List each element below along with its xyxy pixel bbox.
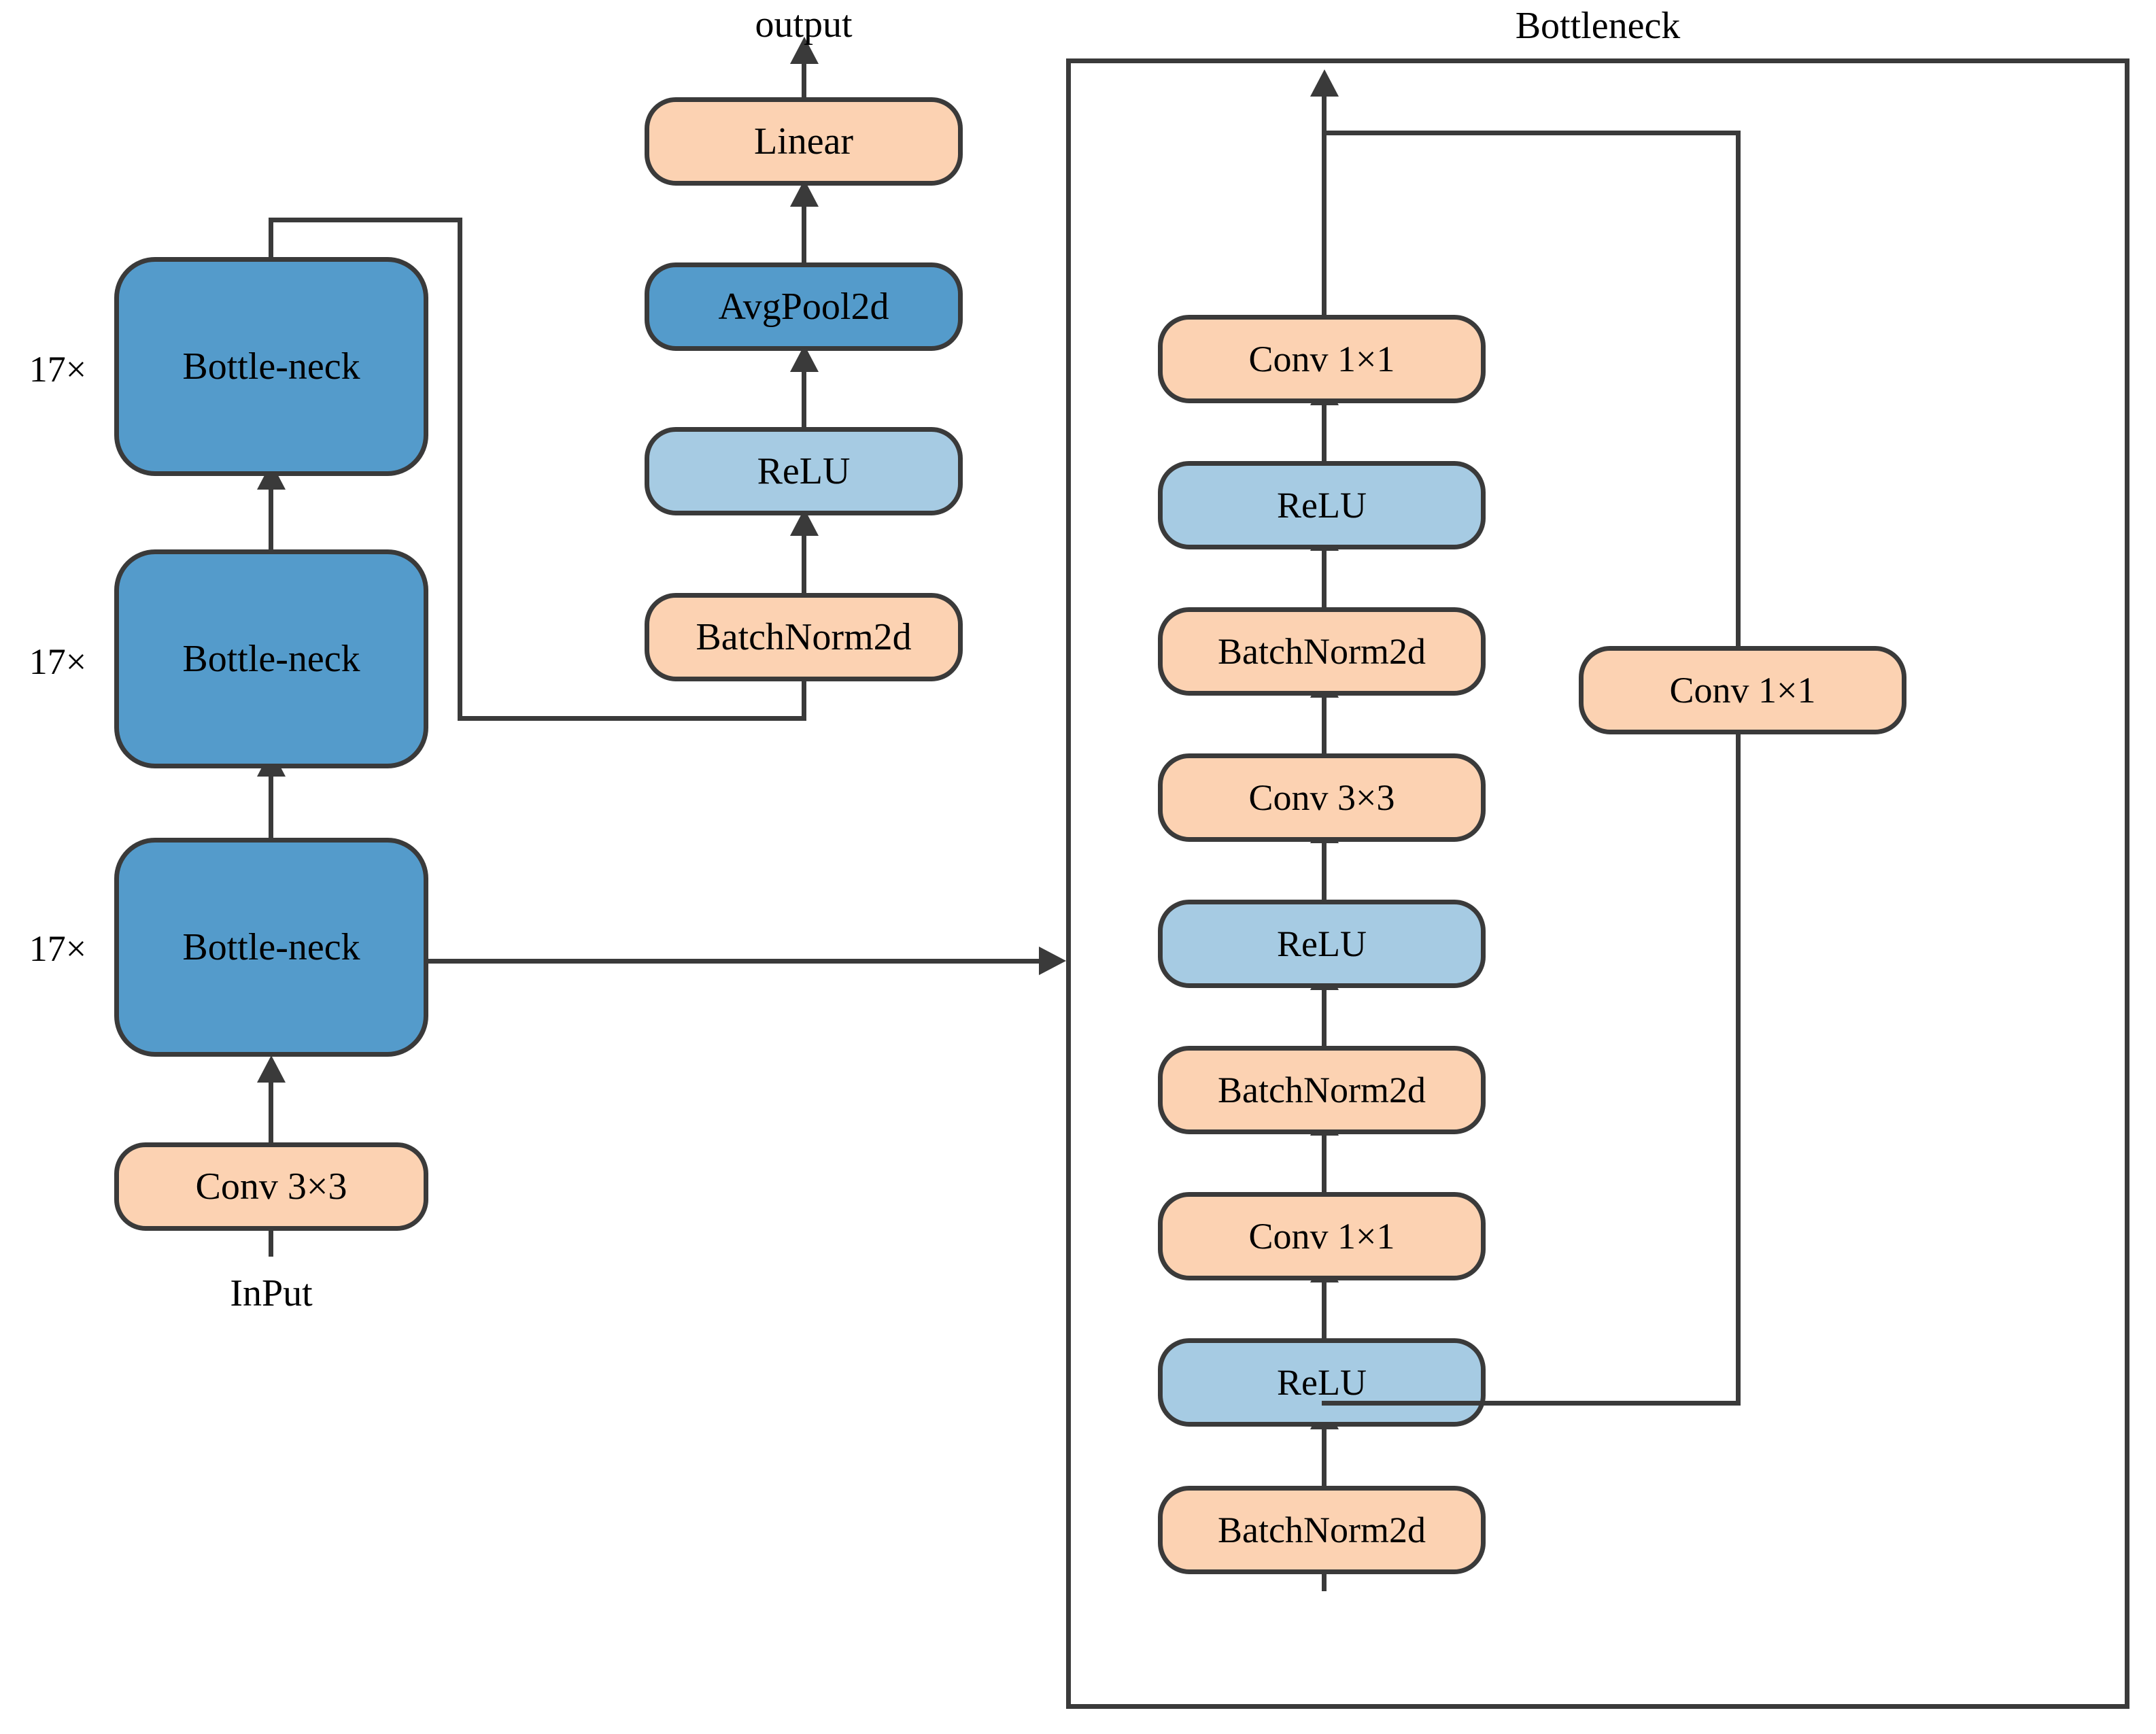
bottleneck-panel-frame: [1066, 58, 2129, 1709]
stage-bottleneck-2-label: Bottle-neck: [182, 638, 360, 680]
backbone-to-head-seg-bottom: [458, 716, 806, 721]
repeat-label-middle: 17×: [29, 641, 87, 682]
stage-bottleneck-1-box[interactable]: Bottle-neck: [114, 257, 428, 476]
stage-conv3x3-box[interactable]: Conv 3×3: [114, 1142, 428, 1231]
conv-to-bn1-arrowhead: [257, 1055, 286, 1083]
backbone-to-head-seg-down: [458, 218, 462, 721]
shortcut-conv1x1-box[interactable]: Conv 1×1: [1579, 646, 1906, 734]
bn2-to-bn1-line: [269, 488, 273, 552]
head-linear-label: Linear: [753, 120, 854, 163]
bn3-to-bn2-line: [269, 775, 273, 840]
bottleneck-step-7-label: BatchNorm2d: [1218, 631, 1426, 672]
backbone-to-head-seg-riser: [802, 680, 806, 721]
head-avgpool-box[interactable]: AvgPool2d: [645, 262, 963, 351]
shortcut-top-line: [1322, 131, 1741, 135]
bottleneck-line-6-7: [1322, 696, 1327, 755]
bottleneck-step-5-box[interactable]: ReLU: [1158, 900, 1486, 988]
bottleneck-line-7-8: [1322, 549, 1327, 609]
backbone-to-head-seg-up: [269, 218, 273, 260]
expand-arrow-line: [428, 959, 1039, 964]
shortcut-riser-upper: [1736, 131, 1741, 651]
bottleneck-line-1-2: [1322, 1428, 1327, 1488]
bottleneck-step-8-box[interactable]: ReLU: [1158, 461, 1486, 549]
head-linear-box[interactable]: Linear: [645, 97, 963, 186]
bottleneck-step-2-box[interactable]: ReLU: [1158, 1338, 1486, 1427]
head-relu-to-avgpool-line: [802, 371, 806, 429]
shortcut-riser-lower: [1736, 734, 1741, 1406]
bottleneck-step-9-box[interactable]: Conv 1×1: [1158, 315, 1486, 403]
head-avgpool-label: AvgPool2d: [718, 286, 889, 328]
bottleneck-step-5-label: ReLU: [1277, 923, 1367, 964]
linear-to-output-line: [802, 63, 806, 100]
bottleneck-line-4-5: [1322, 989, 1327, 1048]
bottleneck-step-6-box[interactable]: Conv 3×3: [1158, 753, 1486, 842]
bottleneck-step-3-box[interactable]: Conv 1×1: [1158, 1192, 1486, 1280]
repeat-label-top: 17×: [29, 349, 87, 390]
expand-arrow-head: [1039, 947, 1066, 975]
bottleneck-line-5-6: [1322, 842, 1327, 902]
bottleneck-step-3-label: Conv 1×1: [1248, 1216, 1395, 1257]
bottleneck-line-2-3: [1322, 1281, 1327, 1340]
conv-to-bn1-line: [269, 1081, 273, 1144]
shortcut-conv1x1-label: Conv 1×1: [1669, 670, 1816, 711]
output-label: output: [755, 3, 853, 46]
input-label: InPut: [230, 1272, 313, 1314]
stage-bottleneck-3-label: Bottle-neck: [182, 926, 360, 968]
stage-bottleneck-1-label: Bottle-neck: [182, 345, 360, 388]
head-batchnorm-box[interactable]: BatchNorm2d: [645, 593, 963, 681]
bottleneck-step-2-label: ReLU: [1277, 1362, 1367, 1403]
head-relu-label: ReLU: [757, 450, 851, 492]
bottleneck-panel-title: Bottleneck: [1515, 5, 1681, 47]
bottleneck-step-4-label: BatchNorm2d: [1218, 1070, 1426, 1110]
linear-to-output-arrowhead: [790, 37, 819, 64]
bottleneck-line-8-9: [1322, 404, 1327, 463]
bottleneck-line-3-4: [1322, 1134, 1327, 1194]
stage-conv3x3-label: Conv 3×3: [195, 1166, 347, 1208]
bottleneck-step-9-label: Conv 1×1: [1248, 339, 1395, 379]
bottleneck-step-6-label: Conv 3×3: [1248, 777, 1395, 818]
bottleneck-step-8-label: ReLU: [1277, 485, 1367, 526]
bottleneck-step-1-label: BatchNorm2d: [1218, 1510, 1426, 1550]
bottleneck-exit-arrowhead: [1310, 69, 1339, 97]
bottleneck-step-1-box[interactable]: BatchNorm2d: [1158, 1486, 1486, 1574]
shortcut-bottom-line: [1322, 1401, 1741, 1406]
bottleneck-exit-line: [1322, 95, 1327, 318]
stage-bottleneck-3-box[interactable]: Bottle-neck: [114, 838, 428, 1057]
bottleneck-step-7-box[interactable]: BatchNorm2d: [1158, 607, 1486, 696]
bottleneck-step-4-box[interactable]: BatchNorm2d: [1158, 1046, 1486, 1134]
head-avgpool-to-linear-line: [802, 205, 806, 265]
head-relu-box[interactable]: ReLU: [645, 427, 963, 515]
head-bn-to-relu-line: [802, 534, 806, 594]
head-batchnorm-label: BatchNorm2d: [696, 616, 912, 658]
repeat-label-bottom: 17×: [29, 928, 87, 969]
backbone-to-head-seg-top: [269, 218, 462, 222]
stage-bottleneck-2-box[interactable]: Bottle-neck: [114, 549, 428, 768]
